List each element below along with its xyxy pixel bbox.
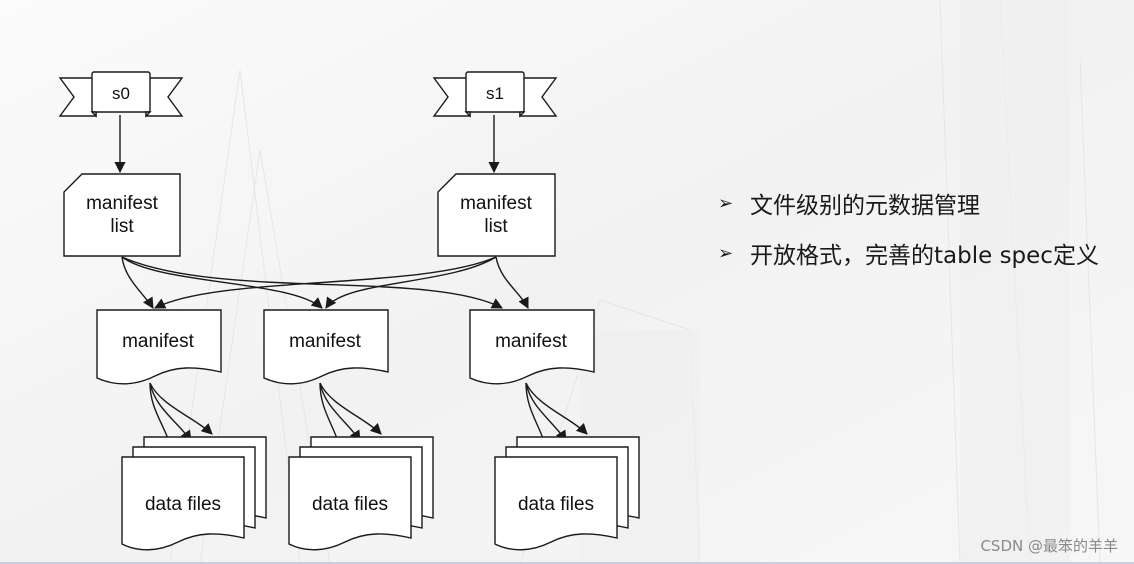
bullet-text: 文件级别的元数据管理 [750,193,980,219]
watermark: CSDN @最笨的羊羊 [980,537,1118,555]
manifest-list-0: manifest list [63,173,181,257]
manifest-2: manifest [469,309,595,385]
bullet-list: ➢ 文件级别的元数据管理 ➢ 开放格式，完善的table spec定义 [718,178,1099,278]
data-files-2: data files [494,436,640,551]
snapshot-label: s1 [486,84,504,103]
manifest-label: manifest [289,331,362,352]
edge-manifest-list-1-to-manifest-1 [325,256,497,309]
manifest-list-1: manifest list [437,173,556,257]
manifest-0: manifest [96,309,222,385]
snapshot-label: s0 [112,84,130,103]
edges [114,115,588,452]
edge-manifest-list-0-to-manifest-2 [121,256,503,309]
snapshot-s1: s1 [432,71,558,118]
edge-manifest-list-0-to-manifest-0 [121,256,154,309]
data-files-0: data files [121,436,267,551]
manifest-label: manifest [495,331,568,352]
edge-manifest-list-0-to-manifest-1 [121,256,323,309]
data-files-label: data files [312,494,388,515]
edge-manifest-list-1-to-manifest-2 [495,256,529,310]
bullet-text: 开放格式，完善的table spec定义 [750,243,1099,269]
data-files-1: data files [288,436,434,551]
manifest-label: manifest [122,331,195,352]
bottom-divider [0,562,1134,564]
manifest-list-line1: manifest [460,193,533,214]
edge-manifest-list-1-to-manifest-0 [154,256,497,309]
arrow-bullet-icon: ➢ [718,242,734,264]
bullet-item: ➢ 开放格式，完善的table spec定义 [718,228,1099,278]
data-files-label: data files [145,494,221,515]
manifest-list-line1: manifest [86,193,159,214]
arrow-bullet-icon: ➢ [718,192,734,214]
manifest-list-line2: list [484,216,508,237]
data-files-label: data files [518,494,594,515]
snapshot-s0: s0 [58,71,184,118]
manifest-list-line2: list [110,216,134,237]
manifest-1: manifest [263,309,389,385]
bullet-item: ➢ 文件级别的元数据管理 [718,178,1099,228]
